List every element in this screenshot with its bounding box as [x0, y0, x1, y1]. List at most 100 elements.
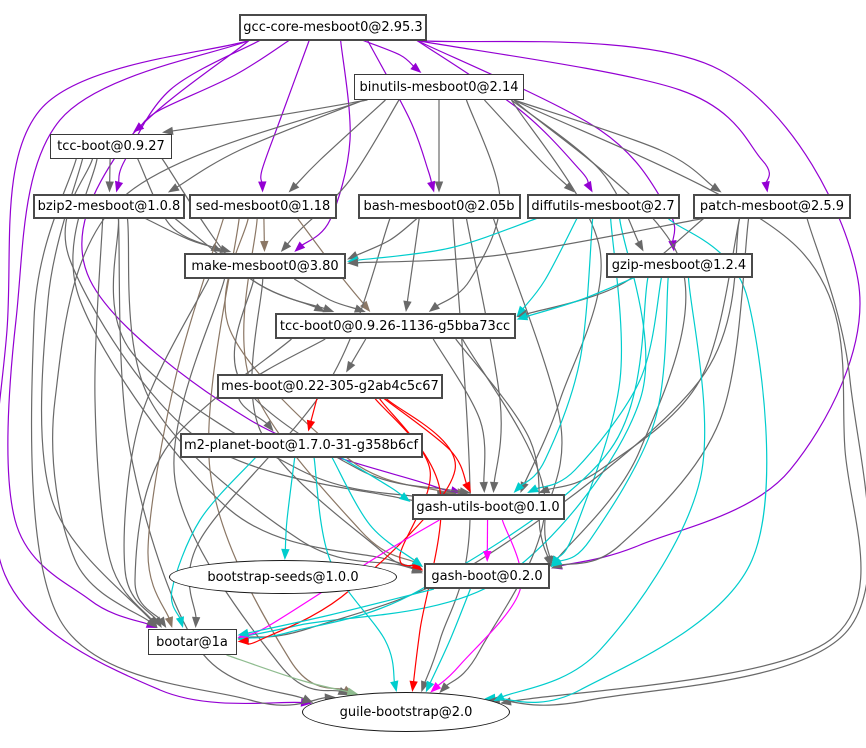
- edge-gcc-guile: [0, 39, 304, 705]
- arrowhead-binutils-diffutils: [563, 181, 575, 193]
- node-label-bash: bash-mesboot0@2.05b: [363, 198, 515, 214]
- arrowhead-diffutils-tcc0: [516, 305, 527, 317]
- arrowhead-tcc0-mes: [346, 360, 356, 373]
- edge-tccboot-guile: [30, 158, 327, 706]
- edge-m2-bootar: [170, 457, 256, 620]
- edge-binutils-gashboot: [513, 99, 687, 561]
- arrowhead-make-tcc0: [354, 304, 366, 313]
- node-mes: mes-boot@0.22-305-g2ab4c5c67: [217, 373, 443, 399]
- edge-binutils-tcc0: [435, 99, 501, 307]
- arrowhead-bzip2-make: [219, 244, 232, 253]
- arrowhead-patch-gashutils: [538, 485, 551, 494]
- edge-bzip2-bootar: [94, 218, 153, 621]
- arrowhead-m2-gashboot: [411, 556, 423, 567]
- edge-patch-gashutils: [546, 218, 741, 491]
- node-patch: patch-mesboot@2.5.9: [693, 193, 851, 219]
- node-gashboot: gash-boot@0.2.0: [424, 563, 550, 589]
- arrowhead-gcc-sed: [258, 181, 267, 193]
- arrowhead-gashboot-guile: [425, 680, 435, 693]
- arrowhead-gzip-guile: [493, 692, 505, 702]
- edge-make-guile: [173, 278, 342, 693]
- arrowhead-bzip2-tcc0: [322, 304, 335, 313]
- node-label-make: make-mesboot0@3.80: [191, 258, 339, 274]
- arrowhead-binutils-sed: [288, 181, 300, 193]
- edge-binutils-gashutils: [510, 99, 602, 485]
- arrowhead-mes-m2: [306, 419, 316, 432]
- node-m2: m2-planet-boot@1.7.0-31-g358b6cf: [179, 432, 423, 458]
- arrowhead-tcc0-gashutils: [479, 481, 488, 493]
- arrowhead-gzip-gashutils: [527, 484, 539, 493]
- arrowhead-gashboot-bootar: [237, 628, 250, 637]
- node-seeds: bootstrap-seeds@1.0.0: [169, 560, 397, 594]
- arrowhead-gzip-tcc0: [516, 312, 529, 321]
- edge-bzip2-tcc0: [174, 218, 326, 310]
- edge-gcc-bootar: [7, 39, 250, 626]
- node-bzip2: bzip2-mesboot@1.0.8: [33, 193, 185, 219]
- node-tccboot: tcc-boot@0.9.27: [50, 133, 172, 159]
- edge-gcc-sed: [260, 40, 310, 184]
- arrowhead-tcc0-m2: [263, 420, 274, 432]
- arrowhead-sed-make: [260, 240, 269, 252]
- node-sed: sed-mesboot0@1.18: [189, 193, 337, 219]
- arrowhead-gcc-bzip2: [115, 180, 124, 193]
- arrowhead-m2-seeds: [281, 548, 290, 560]
- node-label-guile: guile-bootstrap@2.0: [339, 704, 473, 720]
- arrowhead-gcc-diffutils: [583, 180, 593, 193]
- arrowhead-gcc-binutils: [410, 62, 422, 73]
- arrowhead-make-gashutils: [459, 487, 471, 496]
- arrowhead-gcc-patch: [761, 181, 770, 193]
- edge-mes-m2: [309, 398, 318, 423]
- edge-m2-gashboot: [331, 457, 417, 562]
- node-label-bzip2: bzip2-mesboot@1.0.8: [37, 198, 181, 214]
- node-label-sed: sed-mesboot0@1.18: [195, 198, 331, 214]
- arrowhead-m2-guile: [390, 680, 399, 693]
- arrowhead-binutils-patch: [710, 182, 722, 193]
- arrowhead-patch-make: [347, 258, 359, 267]
- edge-gzip-gashutils: [535, 277, 663, 490]
- arrowhead-gzip-gashboot: [551, 557, 563, 567]
- arrowhead-tccboot-bzip2: [105, 181, 114, 193]
- edge-gcc-binutils: [362, 39, 415, 68]
- node-label-mes: mes-boot@0.22-305-g2ab4c5c67: [221, 378, 439, 394]
- arrowhead-diffutils-gashutils: [513, 482, 525, 493]
- node-tcc0: tcc-boot0@0.9.26-1136-g5bba73cc: [274, 313, 516, 339]
- edge-tcc0-gashutils: [432, 338, 486, 485]
- arrowhead-gcc-make: [294, 241, 306, 252]
- edge-patch-guile: [497, 218, 866, 706]
- arrowhead-gashutils-gashboot: [483, 551, 492, 562]
- node-gzip: gzip-mesboot@1.2.4: [605, 252, 753, 278]
- edge-binutils-diffutils: [484, 99, 569, 187]
- edge-m2-seeds: [284, 457, 296, 552]
- edge-m2-gashutils: [340, 456, 404, 498]
- edge-gcc-make: [300, 40, 351, 247]
- edge-patch-tcc0: [524, 218, 704, 315]
- edge-bzip2-gashboot: [126, 218, 415, 571]
- arrowhead-binutils-make: [280, 241, 292, 252]
- edge-bzip2-make: [145, 217, 223, 251]
- edge-sed-guile: [208, 218, 347, 691]
- arrowhead-mes-bootar: [237, 636, 249, 645]
- edge-gashboot-guile: [429, 588, 471, 685]
- arrowhead-binutils-gzip: [634, 239, 644, 252]
- edge-patch-gashboot: [559, 218, 750, 566]
- arrowhead-m2-gashutils: [399, 492, 411, 502]
- arrowhead-binutils-bzip2: [167, 183, 180, 193]
- edge-gashboot-bootar: [246, 588, 435, 634]
- edge-tccboot-tcc0: [161, 158, 318, 309]
- edge-patch-bootar: [246, 218, 741, 638]
- node-label-diffutils: diffutils-mesboot@2.7: [531, 198, 675, 214]
- arrowhead-bash-bootar: [192, 616, 201, 628]
- edge-gcc-gashutils: [81, 40, 454, 493]
- edge-sed-bootar: [147, 218, 224, 620]
- edge-gzip-bootar: [246, 277, 649, 639]
- arrowhead-mes-gashutils: [462, 481, 471, 493]
- edge-make-tcc0: [293, 278, 358, 310]
- arrowhead-binutils-tcc0: [428, 301, 440, 312]
- edge-gzip-guile: [501, 277, 706, 698]
- edge-gcc-gashboot: [416, 39, 861, 567]
- edge-diffutils-gashboot: [555, 218, 623, 560]
- edge-gzip-gashboot: [558, 277, 669, 563]
- node-label-patch: patch-mesboot@2.5.9: [699, 198, 845, 214]
- node-binutils: binutils-mesboot0@2.14: [354, 74, 524, 100]
